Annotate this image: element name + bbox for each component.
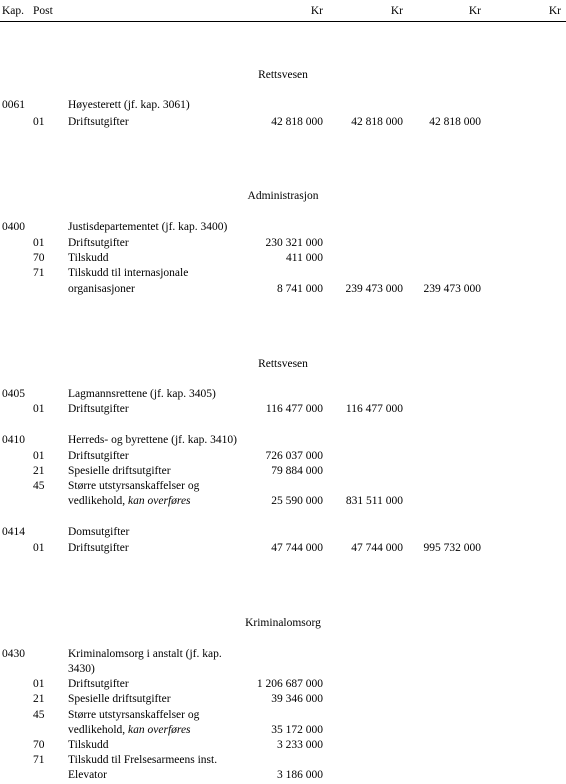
chapter-sum: 831 511 000: [345, 495, 403, 507]
post-description-cont: organisasjoner: [68, 283, 135, 295]
header-kr-1: Kr: [310, 5, 323, 17]
section-title: Administrasjon: [247, 190, 319, 202]
section-title: Rettsvesen: [258, 69, 308, 81]
post-number: 01: [33, 403, 45, 415]
post-amount: 1 206 687 000: [256, 678, 323, 690]
header-post: Post: [33, 5, 53, 17]
post-description: Driftsutgifter: [68, 450, 129, 462]
post-number: 71: [33, 267, 45, 279]
post-amount: 411 000: [286, 252, 323, 264]
post-amount: 8 741 000: [277, 283, 323, 295]
chapter-sum: 239 473 000: [345, 283, 404, 295]
post-number: 01: [33, 116, 45, 128]
chapter-name-cont: 3430): [68, 663, 95, 675]
post-description-cont: Elevator: [68, 769, 107, 781]
post-description: Tilskudd til Frelsesarmeens inst.: [68, 754, 218, 766]
table-header: Kap. Post Kr Kr Kr Kr: [0, 0, 566, 22]
post-amount: 116 477 000: [265, 403, 323, 415]
chapter-number: 0061: [2, 99, 25, 111]
section-total: 42 818 000: [429, 116, 481, 128]
chapter-name: Høyesterett (jf. kap. 3061): [68, 99, 190, 111]
chapter-name: Domsutgifter: [68, 526, 130, 538]
chapter-number: 0400: [2, 221, 25, 233]
post-description: Spesielle driftsutgifter: [68, 693, 171, 705]
post-description: Driftsutgifter: [68, 542, 129, 554]
post-amount: 3 186 000: [277, 769, 323, 781]
header-kap: Kap.: [2, 5, 25, 17]
post-description: Tilskudd: [68, 252, 109, 264]
section-total: 995 732 000: [423, 542, 482, 554]
post-amount: 79 884 000: [271, 465, 323, 477]
chapter-number: 0405: [2, 388, 25, 400]
post-description: Større utstyrsanskaffelser og: [68, 709, 200, 721]
section-title: Rettsvesen: [258, 358, 308, 370]
section-title: Kriminalomsorg: [245, 617, 321, 629]
post-description: Større utstyrsanskaffelser og: [68, 480, 200, 492]
post-description: Tilskudd: [68, 739, 109, 751]
post-number: 21: [33, 465, 45, 477]
post-number: 45: [33, 480, 45, 492]
post-amount: 230 321 000: [265, 237, 324, 249]
post-description-cont: vedlikehold, kan overføres: [68, 724, 191, 736]
post-amount: 47 744 000: [271, 542, 323, 554]
post-description-cont: vedlikehold, kan overføres: [68, 495, 191, 507]
post-amount: 25 590 000: [271, 495, 323, 507]
post-description: Driftsutgifter: [68, 678, 129, 690]
post-amount: 39 346 000: [271, 693, 323, 705]
section-total: 239 473 000: [423, 283, 482, 295]
post-description: Tilskudd til internasjonale: [68, 267, 189, 279]
post-description: Driftsutgifter: [68, 116, 129, 128]
post-amount: 35 172 000: [271, 724, 323, 736]
chapter-sum: 116 477 000: [345, 403, 403, 415]
post-number: 01: [33, 542, 45, 554]
header-kr-4: Kr: [548, 5, 561, 17]
post-number: 01: [33, 678, 45, 690]
chapter-name: Kriminalomsorg i anstalt (jf. kap.: [68, 648, 222, 660]
chapter-name: Justisdepartementet (jf. kap. 3400): [68, 221, 228, 233]
post-number: 70: [33, 739, 45, 751]
post-number: 70: [33, 252, 45, 264]
post-number: 45: [33, 709, 45, 721]
post-description: Spesielle driftsutgifter: [68, 465, 171, 477]
post-description-italic: kan overføres: [128, 724, 191, 736]
post-amount: 42 818 000: [271, 116, 323, 128]
header-kr-3: Kr: [468, 5, 481, 17]
chapter-number: 0414: [2, 526, 25, 538]
chapter-sum: 47 744 000: [351, 542, 403, 554]
chapter-name: Herreds- og byrettene (jf. kap. 3410): [68, 434, 237, 446]
post-amount: 3 233 000: [277, 739, 323, 751]
header-divider: [0, 21, 566, 22]
post-number: 01: [33, 450, 45, 462]
chapter-number: 0410: [2, 434, 25, 446]
chapter-number: 0430: [2, 648, 25, 660]
header-kr-2: Kr: [390, 5, 403, 17]
post-description: Driftsutgifter: [68, 237, 129, 249]
post-amount: 726 037 000: [265, 450, 324, 462]
post-number: 71: [33, 754, 45, 766]
chapter-name: Lagmannsrettene (jf. kap. 3405): [68, 388, 216, 400]
chapter-sum: 42 818 000: [351, 116, 403, 128]
post-description: Driftsutgifter: [68, 403, 129, 415]
post-number: 01: [33, 237, 45, 249]
post-description-italic: kan overføres: [128, 495, 191, 507]
post-number: 21: [33, 693, 45, 705]
